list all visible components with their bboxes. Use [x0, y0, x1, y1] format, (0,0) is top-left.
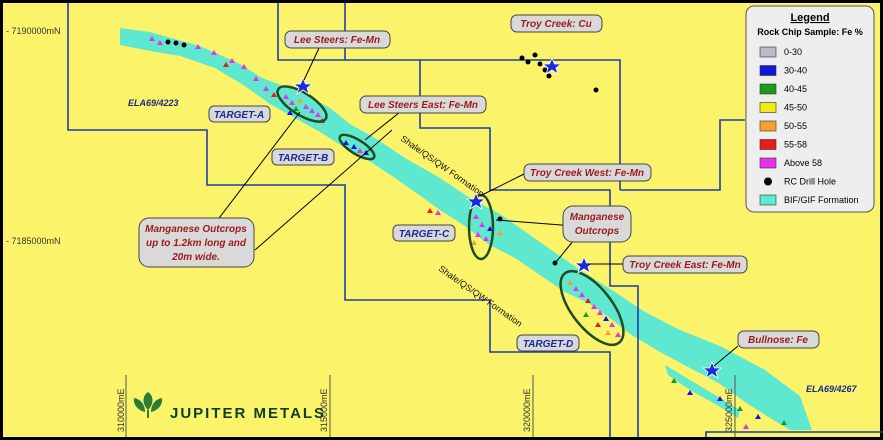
callout-lee-steers-east: Lee Steers East: Fe-Mn — [359, 95, 487, 114]
svg-text:TARGET-B: TARGET-B — [278, 153, 328, 164]
target-label-c: TARGET-C — [392, 224, 456, 242]
legend-item: 55-58 — [759, 139, 807, 150]
leader-lines — [209, 45, 739, 367]
svg-text:Lee Steers: Fe-Mn: Lee Steers: Fe-Mn — [294, 35, 380, 46]
legend-swatch — [759, 139, 777, 150]
legend-swatch — [759, 102, 777, 113]
svg-text:Troy Creek West: Fe-Mn: Troy Creek West: Fe-Mn — [530, 168, 644, 179]
tenement-label-4223: ELA69/4223 — [128, 98, 179, 108]
legend-item: 40-45 — [759, 83, 807, 95]
svg-text:20m wide.: 20m wide. — [171, 252, 220, 263]
legend-swatch — [759, 83, 777, 95]
leaf-icon — [133, 392, 163, 418]
legend-item: 30-40 — [759, 65, 807, 76]
callout-troy-creek-west: Troy Creek West: Fe-Mn — [523, 163, 652, 182]
northing-label-7185000: - 7185000mN — [6, 236, 61, 246]
easting-label-310000: 310000mE — [116, 388, 126, 432]
callout-troy-creek: Troy Creek: Cu — [510, 14, 603, 33]
sample-cluster-target-d — [567, 280, 621, 337]
callout-lee-steers: Lee Steers: Fe-Mn — [284, 30, 391, 49]
svg-text:Manganese Outcrops: Manganese Outcrops — [145, 224, 247, 235]
svg-text:JUPITER METALS: JUPITER METALS — [170, 405, 326, 422]
legend-item: Above 58 — [759, 157, 822, 169]
legend-label: 55-58 — [784, 140, 807, 150]
easting-ticks — [125, 375, 736, 437]
easting-label-325000: 325000mE — [724, 388, 734, 432]
legend-subtitle: Rock Chip Sample: Fe % — [757, 27, 863, 37]
callout-troy-creek-east: Troy Creek East: Fe-Mn — [622, 255, 748, 274]
legend-title: Legend — [790, 12, 829, 24]
legend-label: BIF/GIF Formation — [784, 195, 859, 205]
legend: Legend Rock Chip Sample: Fe % 0-30 30-40 4… — [745, 5, 875, 213]
legend-label: 40-45 — [784, 84, 807, 94]
callout-manganese-right: Manganese Outcrops — [562, 205, 632, 243]
legend-item: 50-55 — [759, 120, 807, 132]
legend-swatch — [759, 194, 777, 206]
svg-text:Lee Steers East: Fe-Mn: Lee Steers East: Fe-Mn — [368, 100, 478, 111]
callout-bullnose: Bullnose: Fe — [737, 330, 820, 349]
star-troy-creek-east — [573, 255, 595, 274]
legend-swatch — [759, 157, 777, 169]
legend-item: 0-30 — [759, 46, 802, 58]
svg-text:Manganese: Manganese — [570, 212, 625, 223]
svg-text:Bullnose: Fe: Bullnose: Fe — [748, 335, 808, 346]
svg-text:up to 1.2km long and: up to 1.2km long and — [146, 238, 247, 249]
star-troy-creek-west — [465, 191, 487, 210]
legend-label: 45-50 — [784, 103, 807, 113]
easting-label-315000: 315000mE — [319, 388, 329, 432]
legend-label: 0-30 — [784, 47, 802, 57]
legend-label: 50-55 — [784, 121, 807, 131]
legend-swatch — [759, 120, 777, 132]
legend-swatch — [764, 177, 772, 186]
svg-text:Troy Creek East: Fe-Mn: Troy Creek East: Fe-Mn — [629, 260, 741, 271]
target-label-d: TARGET-D — [516, 334, 580, 352]
star-lee-steers — [292, 76, 314, 95]
legend-label: 30-40 — [784, 66, 807, 76]
legend-label: Above 58 — [784, 158, 822, 168]
svg-text:TARGET-A: TARGET-A — [214, 110, 264, 121]
callout-manganese-left: Manganese Outcrops up to 1.2km long and … — [138, 217, 255, 268]
sample-cluster-target-a — [283, 94, 325, 123]
tenement-label-4267: ELA69/4267 — [806, 384, 858, 394]
jupiter-metals-logo: JUPITER METALS — [133, 392, 326, 422]
star-bullnose — [701, 360, 723, 379]
legend-item: BIF/GIF Formation — [759, 194, 859, 206]
legend-swatch — [759, 46, 777, 58]
svg-text:TARGET-C: TARGET-C — [399, 229, 450, 240]
svg-text:Outcrops: Outcrops — [575, 226, 620, 237]
target-label-a: TARGET-A — [208, 105, 271, 123]
star-troy-creek — [541, 56, 563, 75]
legend-swatch — [759, 65, 777, 76]
legend-item: 45-50 — [759, 102, 807, 113]
easting-label-320000: 320000mE — [522, 388, 532, 432]
legend-label: RC Drill Hole — [784, 177, 836, 187]
svg-text:Troy Creek: Cu: Troy Creek: Cu — [520, 19, 592, 30]
legend-item: RC Drill Hole — [764, 177, 836, 187]
svg-text:TARGET-D: TARGET-D — [523, 339, 573, 350]
target-label-b: TARGET-B — [271, 148, 335, 166]
tenement-boundaries — [67, 3, 883, 437]
sample-cluster-target-c — [427, 208, 503, 245]
sample-cluster-northwest — [149, 36, 277, 97]
sample-cluster-southeast — [671, 378, 787, 429]
deposit-stars — [292, 56, 723, 379]
northing-label-7190000: - 7190000mN — [6, 26, 61, 36]
